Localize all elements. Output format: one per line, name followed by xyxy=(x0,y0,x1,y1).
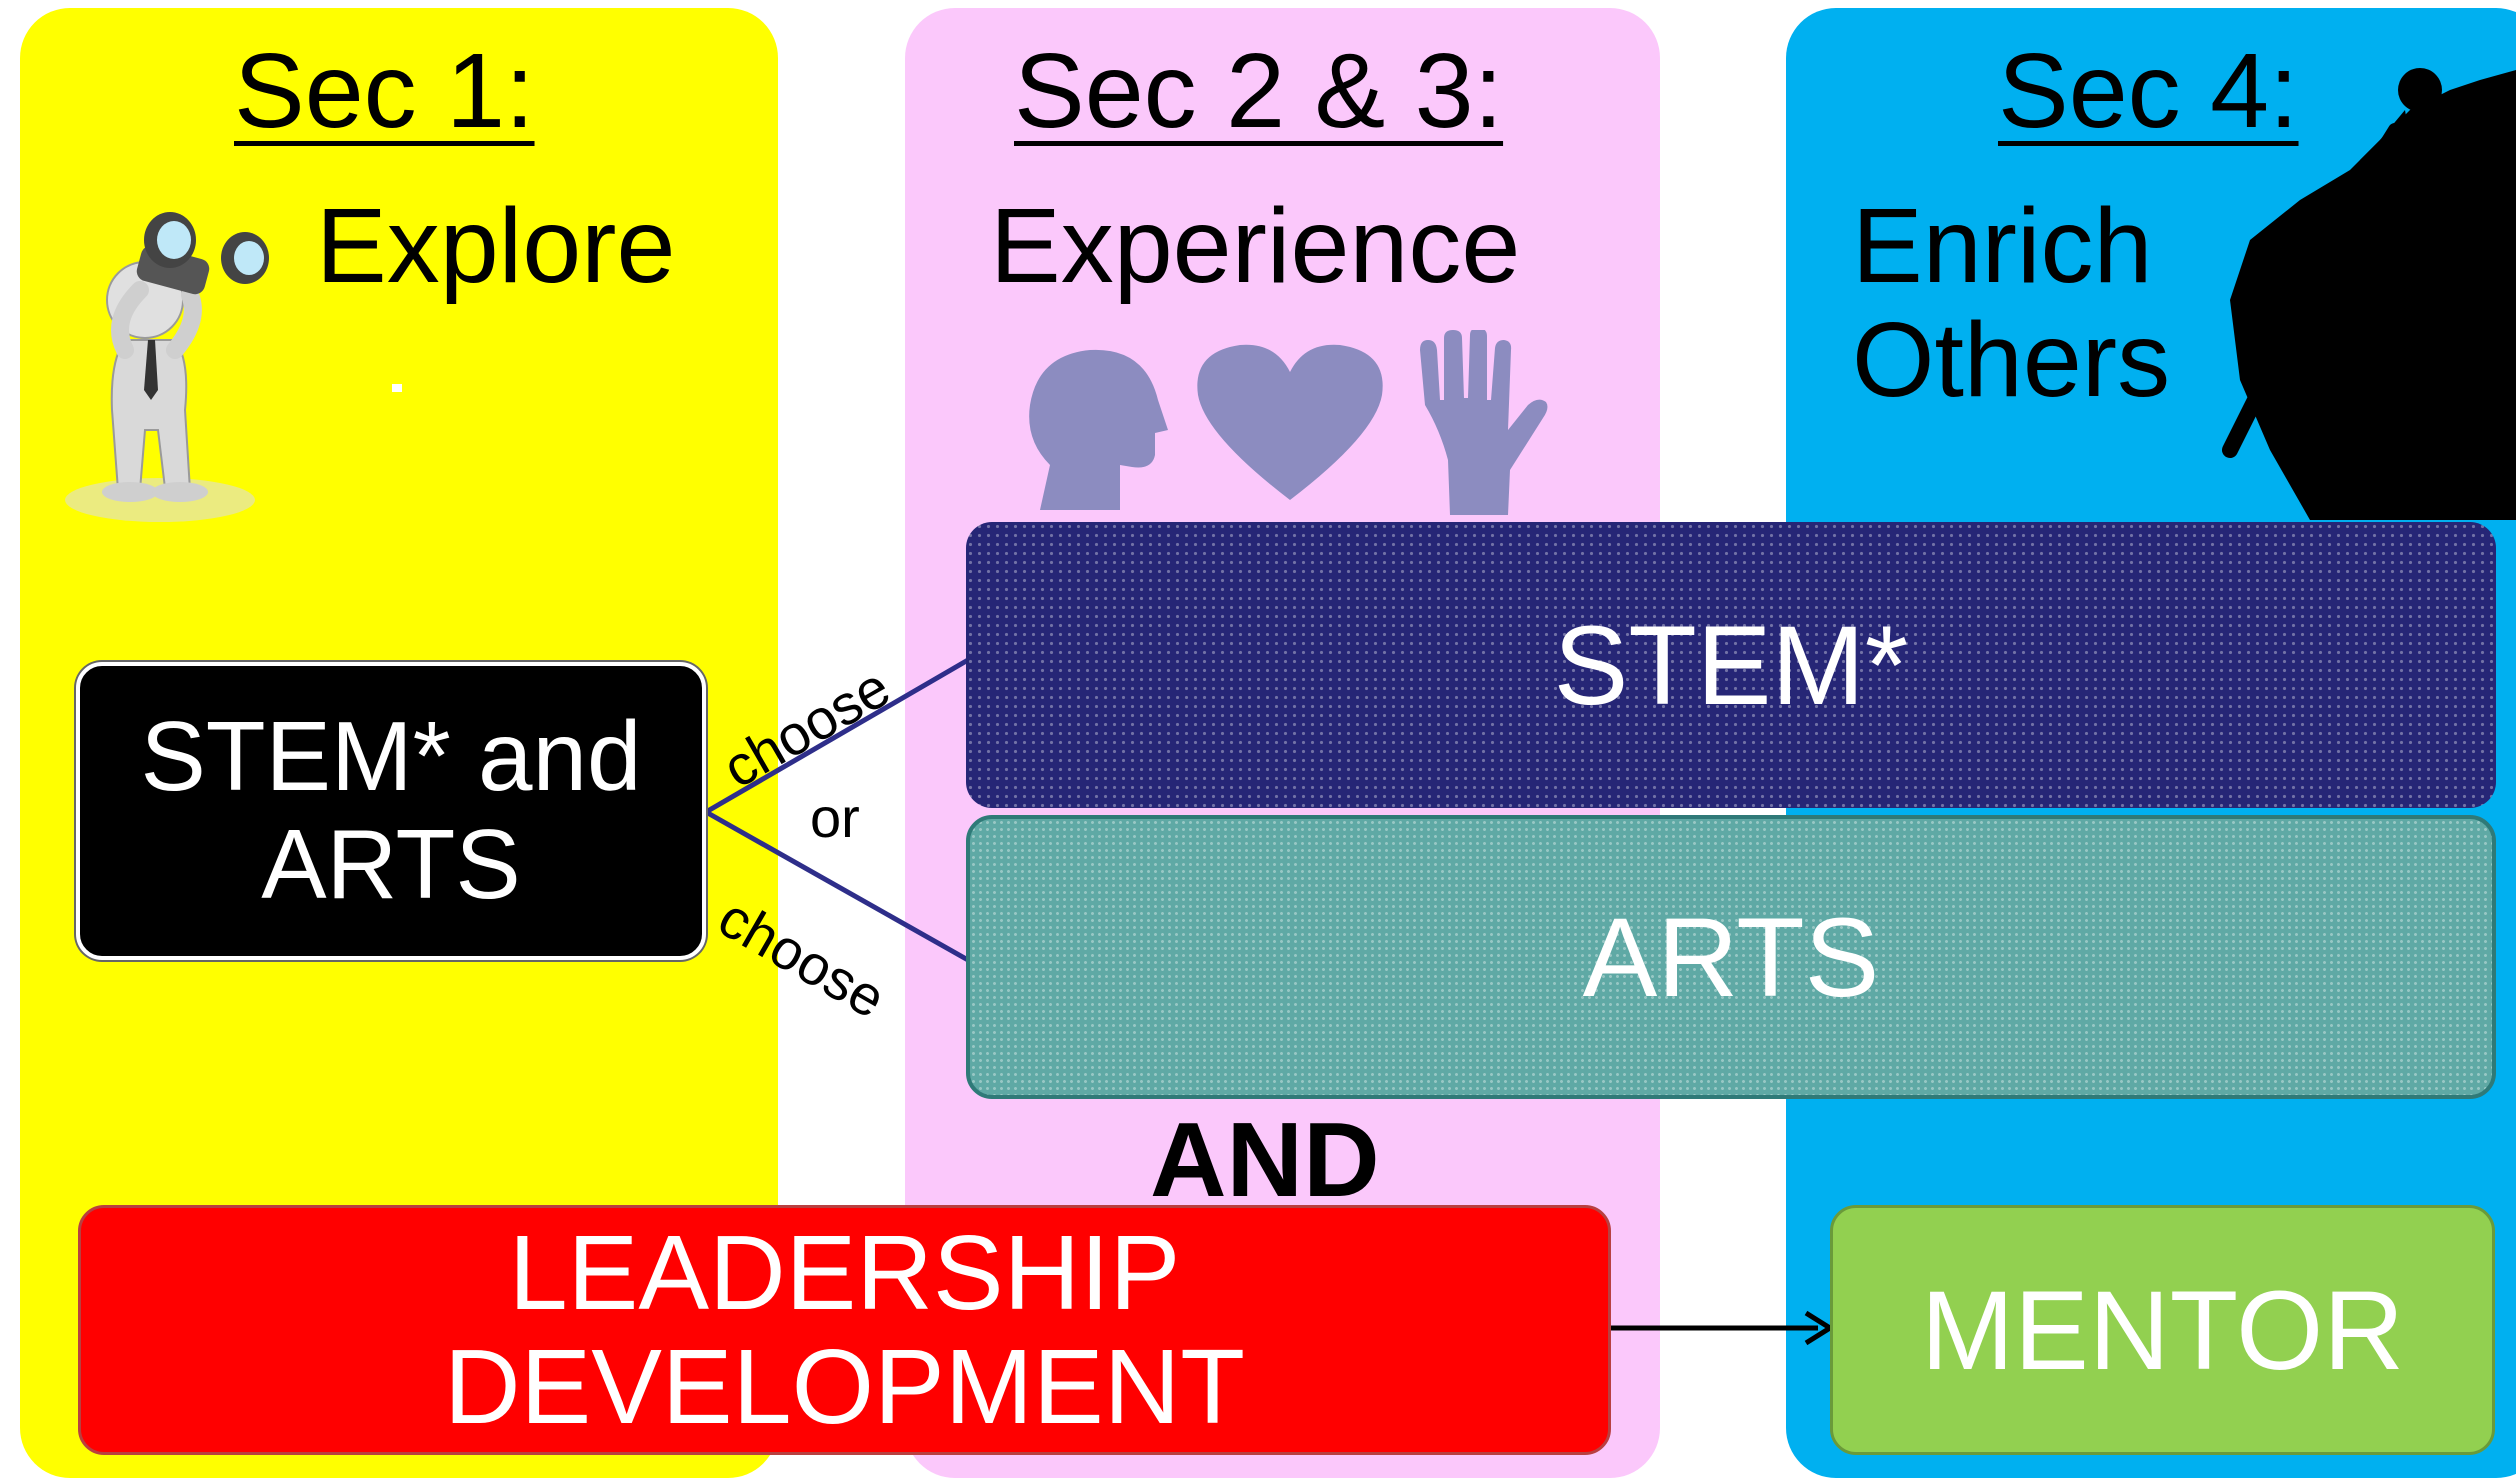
sec4-subtitle-line1: Enrich xyxy=(1852,187,2153,305)
binoculars-figure-icon xyxy=(65,212,269,522)
sec23-heading: Sec 2 & 3: xyxy=(1014,32,1504,150)
stem-box: STEM* xyxy=(966,522,2496,808)
stem-and-arts-box: STEM* and ARTS xyxy=(76,662,706,960)
sec23-subtitle: Experience xyxy=(990,187,1521,305)
sec1-subtitle: Explore xyxy=(316,187,676,305)
head-icon xyxy=(1029,349,1168,510)
choose-line-lower xyxy=(704,809,970,963)
or-label: or xyxy=(810,786,860,849)
and-label: AND xyxy=(1150,1101,1380,1219)
sec4-heading: Sec 4: xyxy=(1998,32,2299,150)
mentor-label: MENTOR xyxy=(1920,1267,2405,1393)
choose-line-upper xyxy=(704,657,970,815)
hand-icon xyxy=(1420,330,1548,515)
stem-and-arts-line2: ARTS xyxy=(261,809,521,919)
small-dot xyxy=(392,384,402,392)
stem-and-arts-line1: STEM* and xyxy=(140,701,642,812)
mentor-box: MENTOR xyxy=(1830,1205,2495,1455)
leadership-line2: DEVELOPMENT xyxy=(443,1328,1246,1446)
leadership-line1: LEADERSHIP xyxy=(508,1213,1181,1332)
sec1-heading: Sec 1: xyxy=(234,32,535,150)
climbers-silhouette-icon xyxy=(2222,68,2516,520)
heart-icon xyxy=(1197,344,1383,500)
arts-label: ARTS xyxy=(1582,894,1880,1020)
stem-label: STEM* xyxy=(1553,602,1909,728)
sec4-subtitle-line2: Others xyxy=(1852,301,2171,419)
arts-box: ARTS xyxy=(966,815,2496,1099)
leadership-box: LEADERSHIP DEVELOPMENT xyxy=(78,1205,1611,1455)
